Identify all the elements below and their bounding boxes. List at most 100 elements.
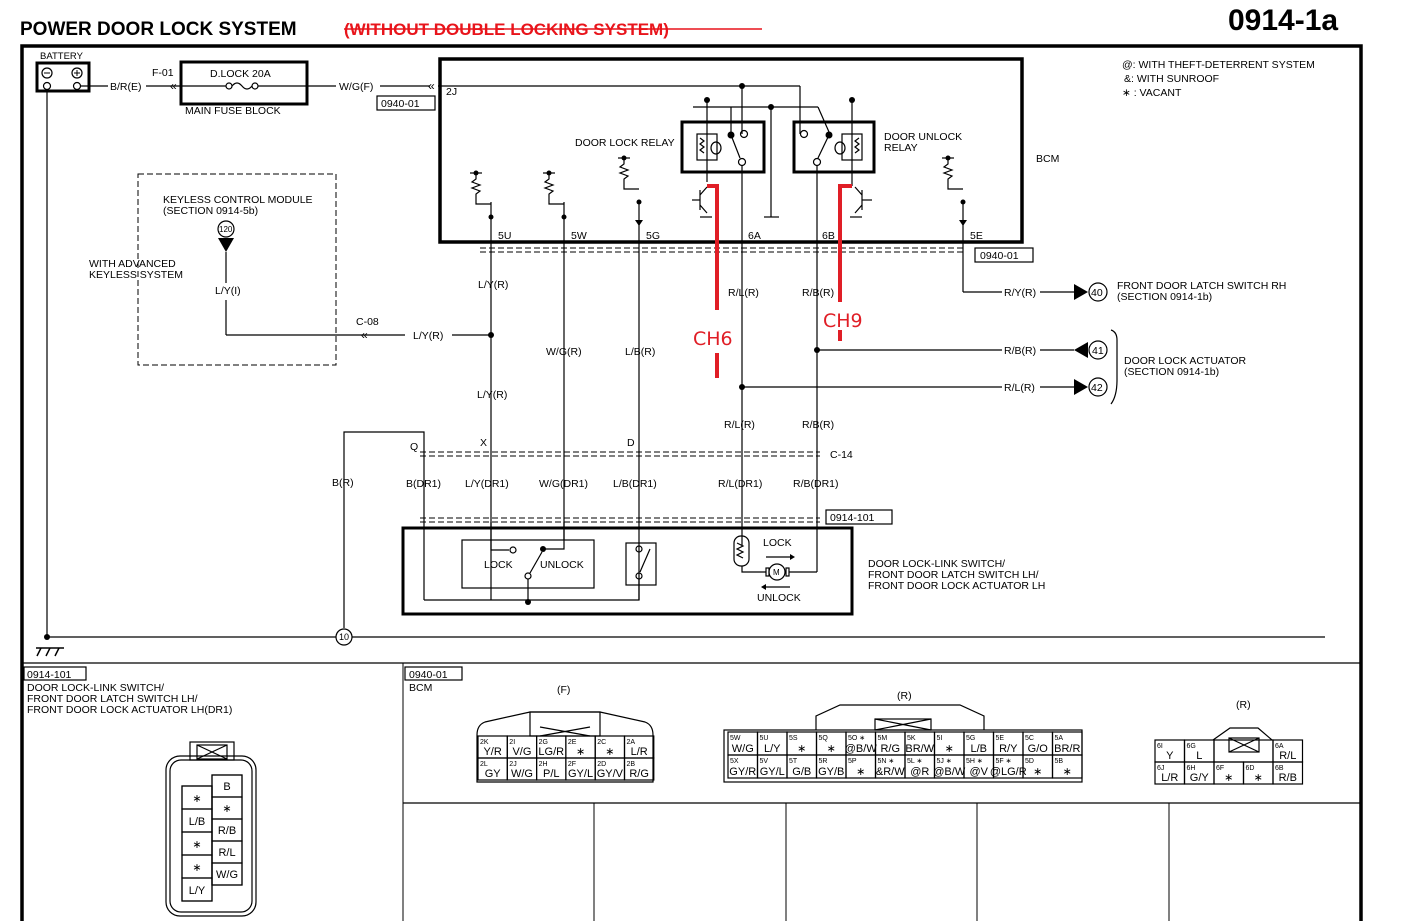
pin-number: 5M <box>878 735 888 742</box>
ref-box <box>404 666 463 681</box>
fuse-label: D.LOCK 20A <box>210 68 271 80</box>
connector-pin: 5J ∗@B/W <box>933 754 966 779</box>
wire-label: W/G(DR1) <box>539 478 588 490</box>
pin-wire-color: ∗ <box>856 766 865 778</box>
ref-box <box>974 247 1034 263</box>
panel-label: DOOR LOCK-LINK SWITCH/ <box>27 682 164 694</box>
connector-chevron-icon: « <box>170 79 177 93</box>
panel-label: FRONT DOOR LATCH SWITCH LH/ <box>27 693 198 705</box>
wire-label: B/R(E) <box>110 81 142 93</box>
connector-pin: 5MR/G <box>874 731 906 756</box>
pin-wire-color: ∗ <box>1224 772 1233 784</box>
connector-pin: 5ER/Y <box>992 731 1024 756</box>
connector-pin: ∗ <box>181 854 213 879</box>
pin-number: 6H <box>1187 765 1196 772</box>
pin-wire-color: GY/V <box>597 768 624 780</box>
pin-number: 2G <box>539 739 548 746</box>
pin-wire-color: R/B <box>218 825 236 837</box>
wire-label: L/Y(R) <box>413 330 443 342</box>
relay-label: RELAY <box>884 142 918 154</box>
pin-wire-color: L/Y <box>764 743 781 755</box>
switch-unlock-label: UNLOCK <box>540 559 584 571</box>
pin-wire-color: BR/W <box>905 743 934 755</box>
connector-pin: 6F∗ <box>1213 761 1245 785</box>
relay-label: DOOR LOCK RELAY <box>575 137 675 149</box>
pin-wire-color: GY/L <box>760 766 785 778</box>
ref-text: (SECTION 0914-1b) <box>1124 366 1219 378</box>
pin-wire-color: BR/R <box>1054 743 1080 755</box>
pin-number: 5R <box>819 758 828 765</box>
bcm-label: BCM <box>1036 153 1059 165</box>
pin-wire-color: ∗ <box>192 839 201 851</box>
pin-wire-color: ∗ <box>1063 766 1072 778</box>
battery-label: BATTERY <box>40 51 84 62</box>
connector-pin: 2IV/G <box>506 735 538 759</box>
pin-wire-color: L/B <box>970 743 987 755</box>
connector-pin: 6JL/R <box>1154 761 1186 785</box>
pin-wire-color: GY <box>485 768 502 780</box>
connector-pin: 5L ∗@R <box>904 754 936 779</box>
battery-negative-icon <box>41 67 53 79</box>
pin-number: 5S <box>789 735 798 742</box>
pin-number: 6I <box>1157 743 1163 750</box>
battery-positive-icon <box>71 67 83 79</box>
wire-label: R/L(R) <box>728 287 759 299</box>
connector-r6-shell <box>1212 727 1273 741</box>
ref-label: 0940-01 <box>381 98 420 110</box>
terminal-circle <box>1088 282 1108 302</box>
connector-pin: 5O ∗@B/W <box>845 731 877 756</box>
connector-pin: 5H ∗@V <box>963 754 995 779</box>
pin-wire-color: ∗ <box>1254 772 1263 784</box>
pin-number: 5I <box>937 735 943 742</box>
pin-number: 2E <box>568 739 577 746</box>
connector-pin: 6GL <box>1183 739 1215 763</box>
legend-item: ∗ : VACANT <box>1122 87 1182 99</box>
connector-pin: 5P∗ <box>845 754 877 779</box>
connector-pin: 5S∗ <box>786 731 818 756</box>
terminal-number: 41 <box>1092 345 1104 357</box>
pin-wire-color: R/L <box>218 847 235 859</box>
wire-label: R/B(DR1) <box>793 478 839 490</box>
pin-number: 5Q <box>819 735 829 742</box>
motor-lock-label: LOCK <box>763 537 792 549</box>
wire-label: L/Y(R) <box>477 389 507 401</box>
connector-pin: 2BR/G <box>623 757 655 781</box>
fuse-icon <box>231 82 253 90</box>
main-fuse-block <box>179 60 309 106</box>
legend-item: @: WITH THEFT-DETERRENT SYSTEM <box>1122 59 1315 71</box>
pin-number: 2A <box>627 739 636 746</box>
fuse-block-label: MAIN FUSE BLOCK <box>185 105 281 117</box>
connector-chevron-icon: « <box>428 79 435 93</box>
pin-number: 2K <box>480 739 489 746</box>
pin-wire-color: B <box>223 781 230 793</box>
pullup-5u <box>470 170 494 220</box>
pin-wire-color: ∗ <box>605 746 614 758</box>
pin-wire-color: GY/B <box>818 766 844 778</box>
pin-wire-color: V/G <box>512 746 531 758</box>
pin-wire-color: GY/L <box>568 768 593 780</box>
pullup-5e <box>942 155 967 226</box>
pin-number: 5B <box>1055 758 1064 765</box>
bcm-box <box>438 57 1024 244</box>
pin-wire-color: @B/W <box>933 766 966 778</box>
pin-number: 5F ∗ <box>996 758 1012 765</box>
pin-number: 5J ∗ <box>937 758 952 765</box>
wire-label: R/L(R) <box>724 419 755 431</box>
resistor-icon <box>854 137 860 154</box>
pin-number: 6D <box>1246 765 1255 772</box>
wire-label: W/G(F) <box>339 81 373 93</box>
connector-pin: 5F ∗@LG/R <box>990 754 1027 779</box>
connector-label: C-08 <box>356 316 379 328</box>
ch6-label: CH6 <box>693 328 733 350</box>
pin-wire-color: W/G <box>511 768 533 780</box>
connector-pin: 6HG/Y <box>1183 761 1215 785</box>
terminal-number: 10 <box>339 632 349 642</box>
pin-number: 5E <box>996 735 1005 742</box>
connector-pin: L/Y <box>181 877 213 902</box>
connector-title: (R) <box>1236 699 1251 711</box>
terminal-number: 40 <box>1091 287 1103 299</box>
